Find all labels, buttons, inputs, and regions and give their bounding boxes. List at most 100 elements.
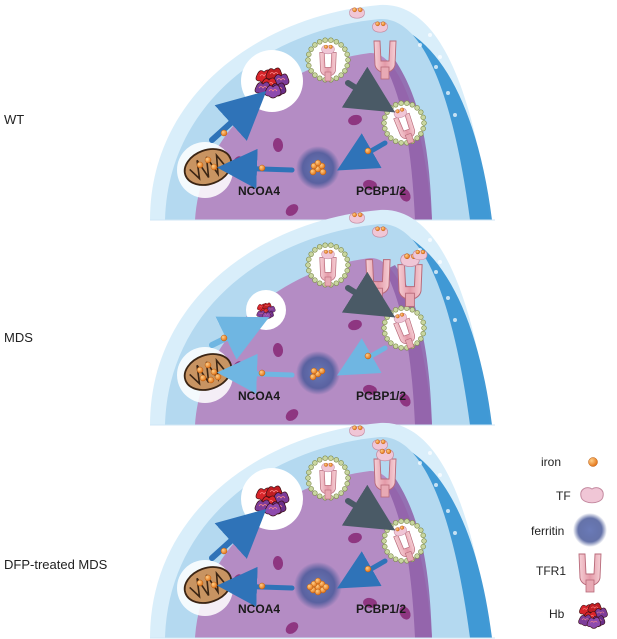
- iron-atom: [420, 249, 426, 255]
- iron-atom: [309, 373, 317, 381]
- row-label-0: WT: [4, 112, 25, 127]
- iron-atom: [415, 249, 420, 255]
- iron-atom: [328, 249, 333, 254]
- ferritin-icon: [573, 513, 607, 547]
- ferritin-icon: [296, 351, 340, 395]
- iron-atom: [380, 439, 386, 445]
- iron-atom: [196, 366, 204, 374]
- iron-atom: [588, 457, 598, 467]
- endosome: [381, 305, 427, 351]
- cell-panel-1: NCOA4 PCBP1/2: [150, 209, 495, 426]
- tfr1-icon: [319, 249, 337, 287]
- iron-atom: [400, 312, 404, 317]
- iron-atom: [386, 448, 392, 454]
- ncoa4-label: NCOA4: [238, 184, 280, 198]
- iron-atom: [220, 129, 228, 137]
- hemoglobin-icon: [254, 67, 290, 99]
- iron-atom: [364, 352, 372, 360]
- iron-atom: [352, 425, 357, 431]
- pcbp-label: PCBP1/2: [356, 602, 406, 616]
- endocytosis-arrow: [341, 66, 396, 113]
- transferrin-icon: [580, 487, 604, 504]
- iron-atom: [357, 7, 363, 13]
- iron-atom: [364, 565, 372, 573]
- row-label-1: MDS: [4, 330, 33, 345]
- transferrin-icon: [321, 249, 335, 260]
- tfr1-icon: [578, 553, 602, 593]
- legend-label-ferritin: ferritin: [531, 524, 565, 538]
- iron-atom: [319, 168, 327, 176]
- iron-atom: [400, 107, 404, 112]
- iron-atom: [404, 253, 410, 260]
- iron-atom: [395, 314, 400, 319]
- tfr1-icon: [393, 312, 415, 350]
- transferrin-icon: [393, 107, 407, 119]
- transferrin-icon: [321, 462, 335, 473]
- iron-atom: [199, 374, 207, 382]
- iron-atom: [379, 448, 385, 454]
- hb-synthesis-arrow: [209, 508, 267, 561]
- iron-atom: [210, 368, 218, 376]
- iron-atom: [204, 156, 212, 164]
- legend-label-iron: iron: [541, 455, 562, 469]
- iron-atom: [207, 376, 215, 384]
- iron-atom: [352, 212, 357, 218]
- iron-atom: [324, 249, 328, 254]
- transferrin-icon: [376, 448, 394, 462]
- iron-atom: [375, 226, 380, 232]
- iron-atom: [400, 525, 404, 530]
- iron-atom: [196, 161, 204, 169]
- iron-atom: [375, 21, 380, 27]
- transferrin-icon: [412, 249, 428, 261]
- iron-atom: [309, 168, 317, 176]
- cell-panel-2: NCOA4 PCBP1/2: [150, 422, 495, 639]
- iron-atom: [258, 369, 266, 377]
- iron-atom: [324, 44, 328, 49]
- iron-atom: [380, 21, 386, 27]
- legend-label-tfr1: TFR1: [536, 564, 566, 578]
- iron-atom: [352, 7, 357, 13]
- pcbp-label: PCBP1/2: [356, 389, 406, 403]
- legend-item-3: [578, 553, 602, 593]
- legend-label-hb: Hb: [549, 607, 565, 621]
- iron-atom: [380, 226, 386, 232]
- hb-synthesis-arrow: [209, 316, 270, 360]
- iron-atom: [204, 574, 212, 582]
- iron-atom: [395, 109, 400, 114]
- hb-synthesis-arrow: [209, 90, 267, 143]
- iron-atom: [324, 462, 328, 467]
- iron-atom: [210, 581, 218, 589]
- endosome: [305, 37, 351, 83]
- legend-item-4: [578, 602, 608, 629]
- tfr1-icon: [319, 462, 337, 500]
- hemoglobin-icon: [578, 602, 608, 629]
- ncoa4-label: NCOA4: [238, 389, 280, 403]
- iron-atom: [357, 212, 363, 218]
- endosome: [381, 518, 427, 564]
- transferrin-icon: [349, 212, 365, 224]
- transferrin-icon: [349, 425, 365, 437]
- transferrin-icon: [372, 21, 388, 33]
- ncoa4-label: NCOA4: [238, 602, 280, 616]
- row-label-2: DFP-treated MDS: [4, 557, 108, 572]
- iron-atom: [314, 588, 322, 596]
- iron-atom: [258, 164, 266, 172]
- iron-atom: [210, 163, 218, 171]
- iron-atom: [314, 159, 322, 167]
- hemoglobin-icon: [256, 302, 276, 320]
- iron-atom: [220, 334, 228, 342]
- iron-atom: [395, 527, 400, 532]
- legend-item-2: [573, 513, 607, 547]
- iron-atom: [310, 367, 318, 375]
- legend-label-tf: TF: [556, 489, 571, 503]
- endocytosis-arrow: [341, 484, 396, 531]
- iron-atom: [322, 583, 330, 591]
- iron-atom: [258, 582, 266, 590]
- iron-atom: [375, 439, 380, 445]
- legend-item-1: [580, 487, 604, 504]
- iron-atom: [328, 462, 333, 467]
- transferrin-icon: [393, 312, 407, 324]
- tfr1-icon: [393, 525, 415, 563]
